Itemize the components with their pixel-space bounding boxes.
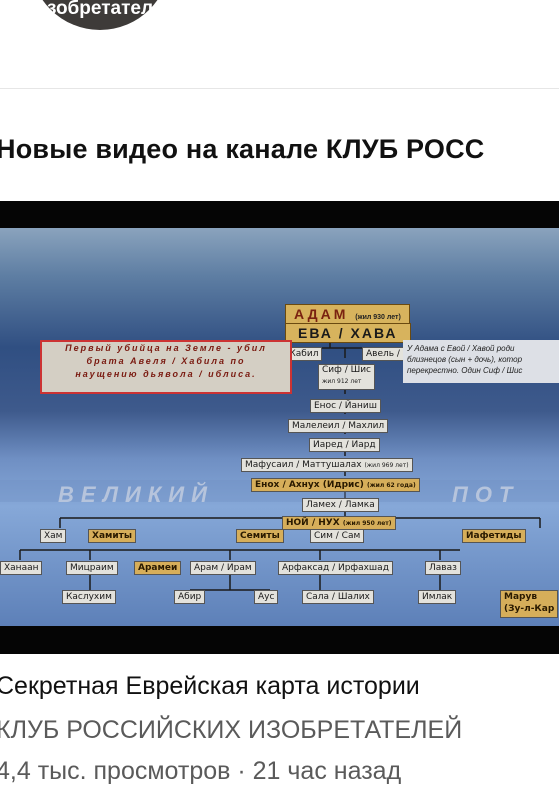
imlak-box: Имлак — [418, 590, 457, 604]
right-note-line: У Адама с Евой / Хавой роди — [407, 344, 515, 353]
malelel-box: Малелеил / Махлил — [288, 419, 389, 433]
arfaksad-box: Арфаксад / Ирфахшад — [278, 561, 393, 575]
red-note-line: Первый убийца на Земле - убил — [65, 343, 267, 353]
kasluhim-box: Каслухим — [62, 590, 116, 604]
right-note-line: перекрестно. Один Сиф / Шис — [407, 366, 523, 375]
enoh-box: Енох / Ахнух (Идрис) (жил 62 года) — [251, 478, 420, 492]
video-meta: 4,4 тыс. просмотров · 21 час назад — [0, 757, 402, 785]
video-channel-name[interactable]: КЛУБ РОССИЙСКИХ ИЗОБРЕТАТЕЛЕЙ — [0, 716, 463, 744]
eva-box: ЕВА / ХАВА — [285, 323, 411, 343]
channel-avatar[interactable]: зобретател — [30, 0, 170, 30]
red-note-line: наущению дьявола / иблиса. — [75, 369, 257, 379]
divider — [0, 88, 559, 89]
micraim-box: Мицраим — [66, 561, 118, 575]
aramei-box: Арамеи — [134, 561, 182, 575]
semity-box: Семиты — [236, 529, 284, 543]
red-note: Первый убийца на Земле - убил брата Авел… — [40, 340, 292, 394]
lameh-box: Ламех / Ламка — [302, 498, 379, 512]
adam-box: АДАМ (жил 930 лет) — [285, 304, 410, 324]
right-note-line: близнецов (сын + дочь), котор — [407, 355, 523, 364]
video-thumbnail[interactable]: АДАМ (жил 930 лет) ЕВА / ХАВА Каин / Каб… — [0, 201, 559, 654]
maruz-box: Марув(Зу-л-Кар — [500, 590, 559, 618]
channel-avatar-text: зобретател — [30, 0, 170, 30]
abir-box: Абир — [174, 590, 206, 604]
aram-box: Арам / Ирам — [190, 561, 256, 575]
iared-box: Иаред / Иард — [309, 438, 380, 452]
mafusail-box: Мафусаил / Маттушалах (жил 969 лет) — [241, 458, 413, 472]
sim-box: Сим / Сам — [310, 529, 365, 543]
aus-box: Аус — [254, 590, 279, 604]
sala-box: Сала / Шалих — [302, 590, 374, 604]
lavaz-box: Лаваз — [425, 561, 461, 575]
ham-box: Хам — [40, 529, 67, 543]
right-note: У Адама с Евой / Хавой роди близнецов (с… — [403, 340, 559, 383]
red-note-line: брата Авеля / Хабила по — [86, 356, 246, 366]
hamity-box: Хамиты — [88, 529, 137, 543]
flood-label-right: ПОТ — [452, 482, 520, 507]
enos-box: Енос / Йаниш — [310, 399, 381, 413]
noy-box: НОЙ / НУХ (жил 950 лет) — [282, 516, 396, 530]
iafetidy-box: Иафетиды — [462, 529, 526, 543]
section-title[interactable]: Новые видео на канале КЛУБ РОСС — [0, 134, 485, 164]
thumbnail-image: АДАМ (жил 930 лет) ЕВА / ХАВА Каин / Каб… — [0, 228, 559, 626]
flood-label-left: ВЕЛИКИЙ — [58, 482, 214, 507]
hanaan-box: Ханаан — [0, 561, 43, 575]
video-title[interactable]: Секретная Еврейская карта истории — [0, 672, 420, 700]
